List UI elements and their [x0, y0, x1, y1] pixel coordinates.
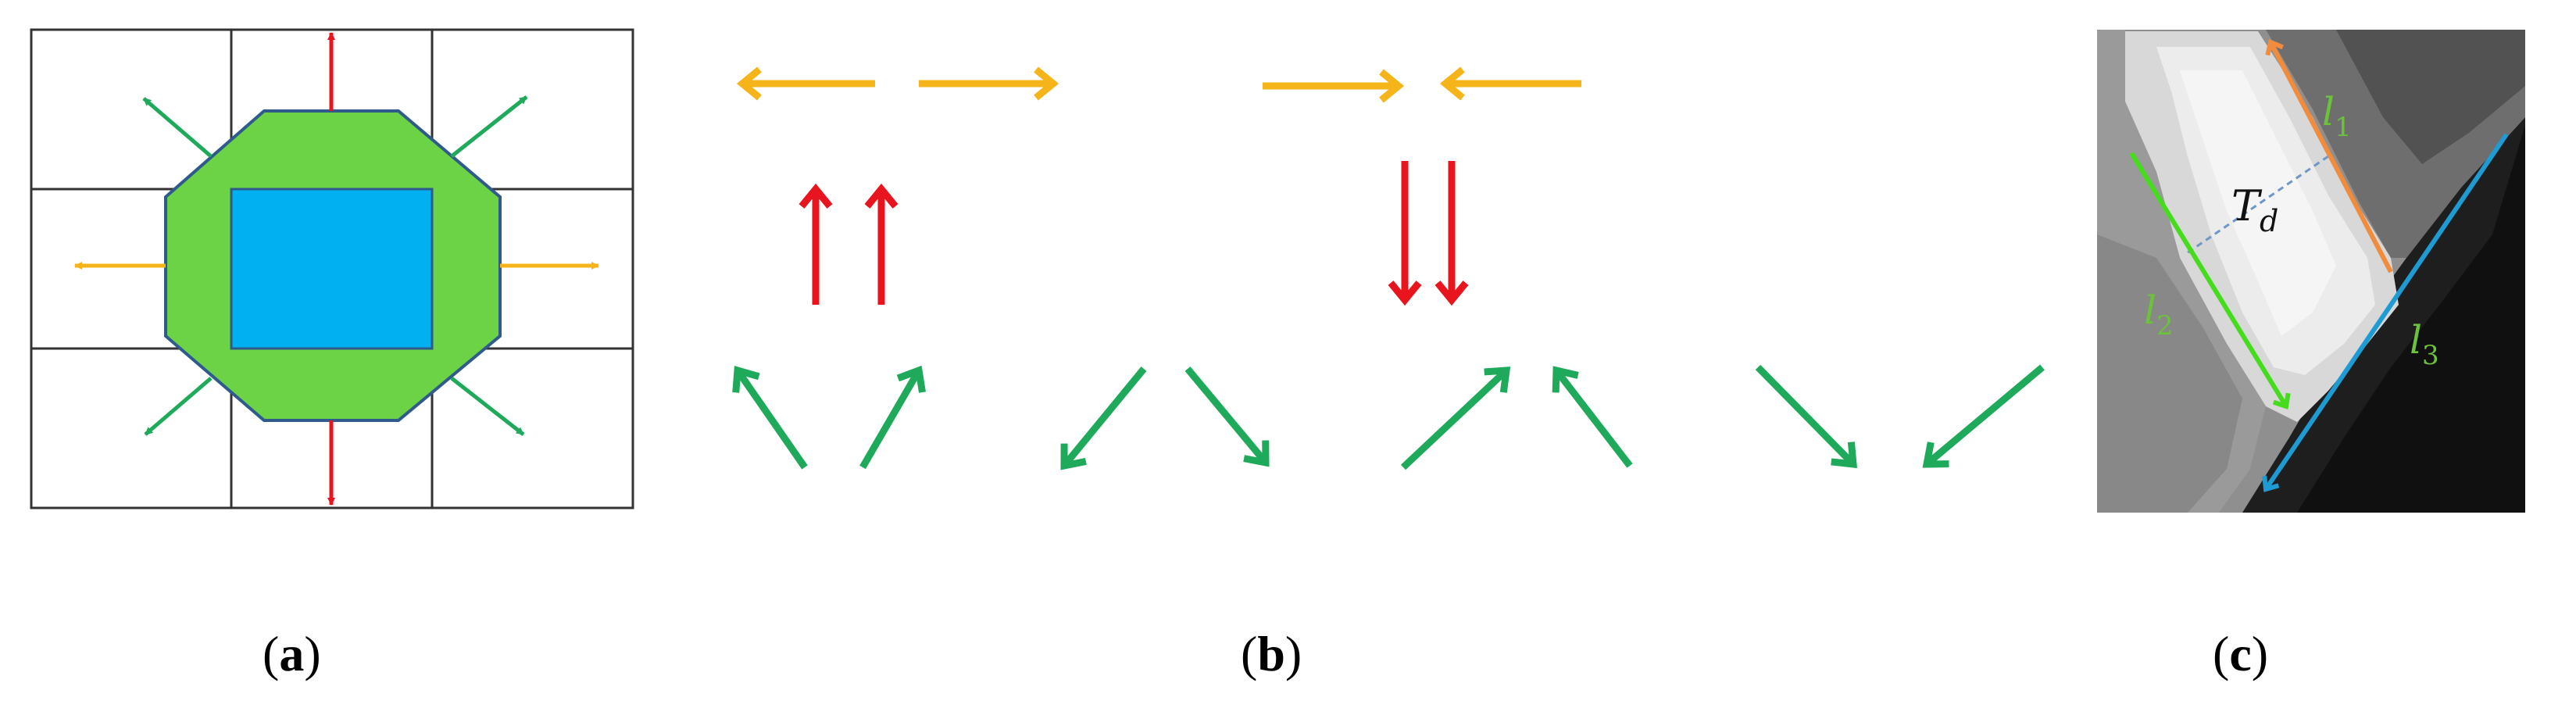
b-arrow-green-2 [859, 365, 926, 470]
label-l2: l2 [2144, 288, 2174, 341]
b-arrow-green-5 [1400, 366, 1511, 470]
caption-b: (b) [1241, 626, 1302, 681]
caption-a-letter: a [279, 626, 305, 681]
panel-a [30, 28, 634, 509]
caption-a: (a) [263, 626, 321, 681]
center-square-blue [230, 188, 434, 350]
td-dashed-line [2184, 155, 2329, 256]
panel-b [732, 66, 2045, 470]
l3-blue-arrow [2262, 133, 2509, 492]
grid-3x3 [30, 28, 634, 509]
label-l1: l1 [2322, 89, 2352, 143]
l1-orange-arrow [2265, 38, 2393, 273]
arrow-up-left-green [142, 97, 213, 158]
b-arrow-green-4 [1184, 366, 1270, 467]
caption-c: (c) [2213, 626, 2269, 681]
arrow-up-right-green [450, 95, 528, 158]
b-arrow-green-3 [1060, 366, 1147, 470]
b-arrow-green-1 [732, 366, 808, 470]
b-arrow-green-8 [1922, 364, 2045, 468]
grayscale-image [2097, 30, 2525, 513]
l2-green-arrow [2129, 152, 2291, 409]
caption-c-letter: c [2229, 626, 2252, 681]
arrow-down-right-green [450, 377, 525, 436]
b-arrow-green-7 [1755, 364, 1857, 469]
b-arrow-green-6 [1552, 366, 1633, 468]
panel-c: l1 Td l2 l3 [2097, 30, 2525, 513]
label-td: Td [2231, 181, 2278, 238]
caption-b-letter: b [1257, 626, 1285, 681]
label-l3: l3 [2410, 317, 2439, 371]
arrow-down-left-green [144, 377, 213, 436]
